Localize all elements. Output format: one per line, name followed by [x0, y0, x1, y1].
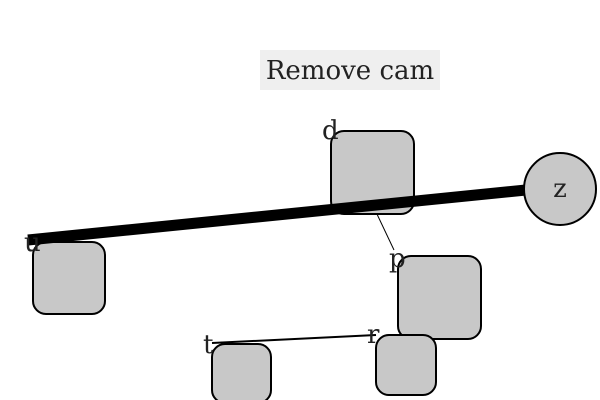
node-z-label: z — [553, 174, 567, 204]
node-r[interactable] — [375, 334, 437, 396]
node-u[interactable] — [32, 241, 106, 315]
node-z[interactable]: z — [523, 152, 597, 226]
node-t[interactable] — [211, 343, 272, 400]
edge-d-p[interactable] — [375, 211, 395, 251]
edge-u-z[interactable] — [27, 184, 527, 246]
node-p[interactable] — [397, 255, 482, 340]
edge-t-r[interactable] — [211, 334, 377, 344]
remove-cam-button[interactable]: Remove cam — [260, 50, 440, 90]
